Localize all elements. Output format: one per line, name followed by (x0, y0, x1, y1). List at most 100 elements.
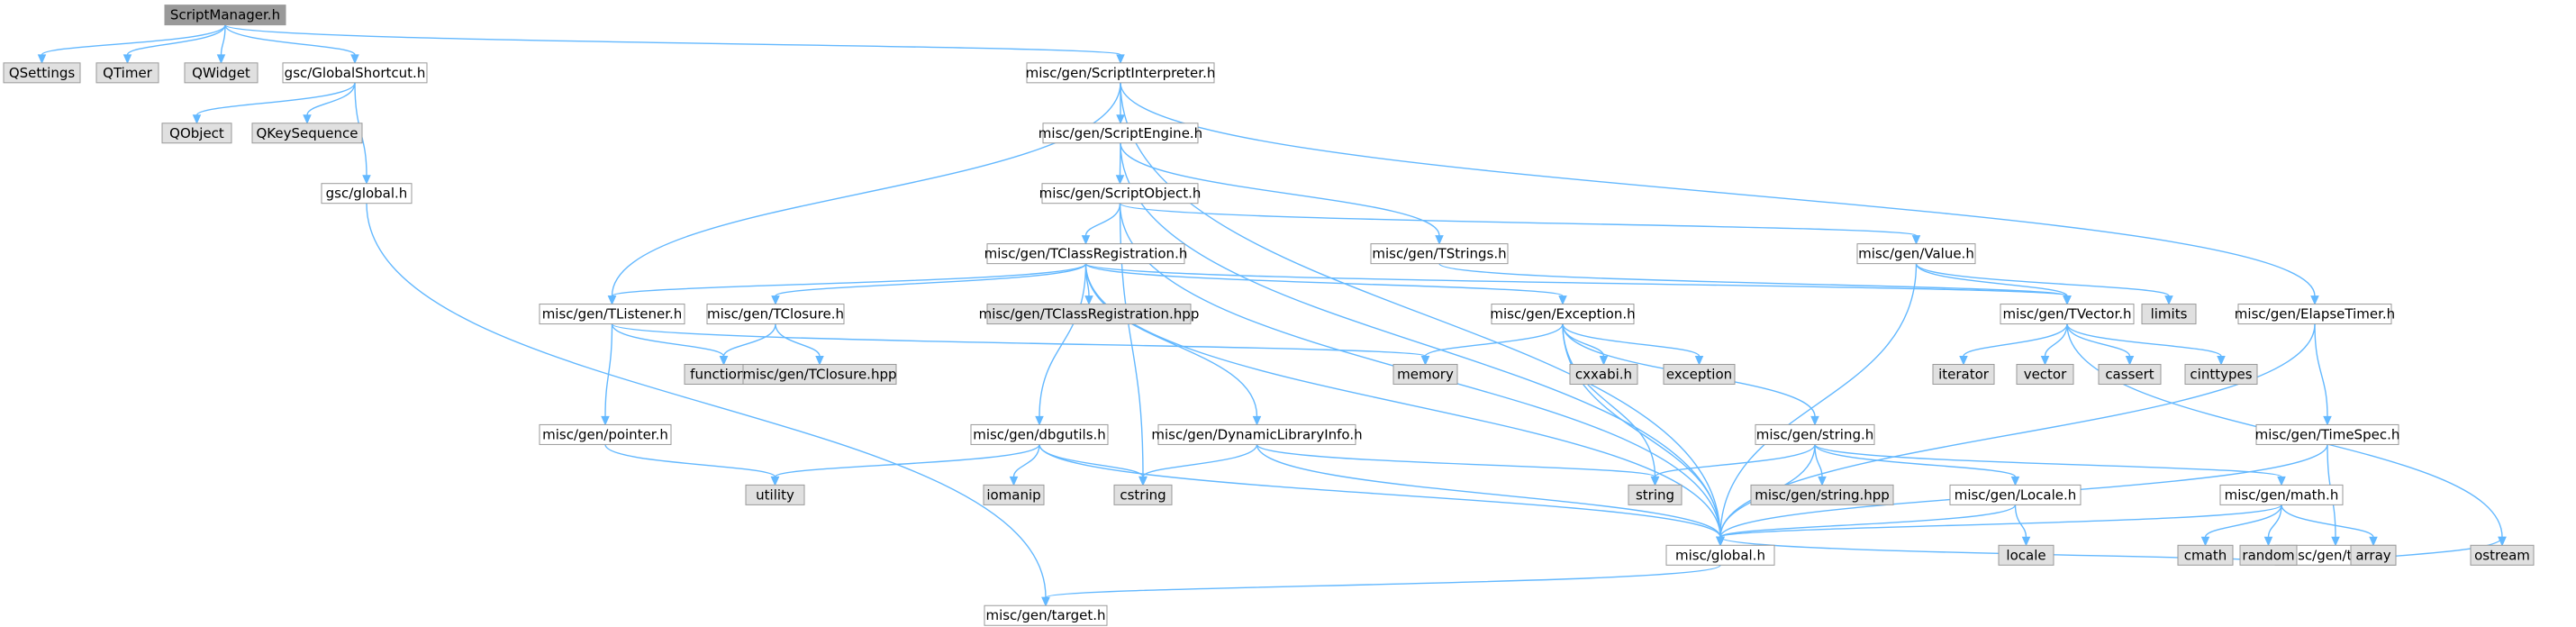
node-misc-gen-scriptobject-h[interactable]: misc/gen/ScriptObject.h (1039, 183, 1202, 204)
node-label: gsc/GlobalShortcut.h (285, 65, 426, 81)
node-box (282, 62, 428, 84)
node-misc-gen-pointer-h[interactable]: misc/gen/pointer.h (539, 423, 672, 445)
edge-math_h-to-misc_global (1716, 504, 2282, 547)
edge-arrowhead (1435, 235, 1444, 245)
node-string: string (1628, 484, 1683, 505)
edge-arrowhead (122, 54, 132, 65)
node-box (742, 364, 897, 386)
edge-math_h-to-cmath (2200, 504, 2282, 547)
edge-exception-to-exception_std (1562, 323, 1704, 366)
node-misc-gen-math-h[interactable]: misc/gen/math.h (2219, 484, 2344, 505)
node-box (3, 62, 81, 84)
node-box (1392, 364, 1458, 386)
edge-dbgutils-to-cstring (1039, 444, 1147, 486)
edge-arrowhead (1009, 476, 1019, 486)
edge-arrowhead (2200, 536, 2210, 547)
node-misc-gen-target-h[interactable]: misc/gen/target.h (984, 604, 1108, 626)
node-scriptmanager-h[interactable]: ScriptManager.h (164, 5, 286, 26)
edge-arrowhead (1810, 415, 1819, 426)
edge-script_object-to-value (1119, 203, 1921, 245)
node-misc-gen-locale-h[interactable]: misc/gen/Locale.h (1949, 484, 2082, 505)
edge-tvector-to-cassert (2066, 323, 2135, 366)
node-cxxabi-h: cxxabi.h (1569, 364, 1638, 386)
node-box (2470, 544, 2535, 566)
edge-gen_string-to-locale_h (1814, 444, 2020, 486)
node-label: misc/gen/Locale.h (1955, 486, 2077, 503)
edge-arrowhead (1035, 415, 1044, 426)
node-label: iterator (1938, 367, 1990, 383)
node-box (2016, 364, 2074, 386)
node-misc-global-h[interactable]: misc/global.h (1665, 544, 1775, 566)
node-label: misc/gen/TListener.h (542, 306, 683, 323)
node-label: exception (1666, 367, 1732, 383)
node-array: array (2350, 544, 2397, 566)
edge-tlistener-to-functional (611, 323, 729, 366)
edge-arrowhead (1599, 356, 1609, 366)
edge-arrowhead (37, 54, 47, 65)
edge-arrowhead (1116, 54, 1125, 65)
node-utility: utility (745, 484, 805, 505)
node-box (970, 423, 1109, 445)
edge-arrowhead (2310, 295, 2319, 305)
node-label: misc/gen/TimeSpec.h (2255, 426, 2400, 442)
node-misc-gen-dynamiclibraryinfo-h[interactable]: misc/gen/DynamicLibraryInfo.h (1151, 423, 1363, 445)
edge-gsc_shortcut-to-qkeyseq (303, 82, 356, 125)
node-box (2219, 484, 2344, 505)
edge-arrowhead (770, 476, 780, 486)
node-iomanip: iomanip (983, 484, 1045, 505)
node-misc-gen-timespec-h[interactable]: misc/gen/TimeSpec.h (2255, 423, 2400, 445)
edge-arrowhead (2263, 536, 2273, 547)
node-box (321, 183, 413, 204)
edge-gen_string-to-string_hpp (1814, 444, 1827, 486)
edge-arrowhead (2125, 356, 2135, 366)
node-label: cassert (2105, 367, 2154, 383)
node-gsc-global-h[interactable]: gsc/global.h (321, 183, 413, 204)
edge-arrowhead (2323, 415, 2332, 426)
node-label: misc/gen/ScriptObject.h (1039, 186, 1202, 202)
edge-arrowhead (2277, 476, 2286, 486)
node-misc-gen-elapsetimer-h[interactable]: misc/gen/ElapseTimer.h (2235, 304, 2395, 325)
node-qtimer: QTimer (95, 62, 159, 84)
node-label: QWidget (192, 65, 250, 81)
node-box (1663, 364, 1736, 386)
node-box (986, 243, 1185, 265)
node-box (1856, 243, 1976, 265)
node-misc-gen-scriptengine-h[interactable]: misc/gen/ScriptEngine.h (1039, 123, 1202, 144)
node-misc-gen-value-h[interactable]: misc/gen/Value.h (1856, 243, 1976, 265)
node-misc-gen-tclassregistration-h[interactable]: misc/gen/TClassRegistration.h (984, 243, 1188, 265)
edge-tclosure-to-functional (719, 323, 776, 366)
node-label: iomanip (986, 486, 1040, 503)
edge-tclassreg-to-tclosure (771, 263, 1087, 305)
node-label: QObject (169, 125, 224, 141)
edge-arrowhead (1959, 356, 1968, 366)
node-misc-gen-tvector-h[interactable]: misc/gen/TVector.h (2000, 304, 2135, 325)
node-misc-gen-tlistener-h[interactable]: misc/gen/TListener.h (539, 304, 685, 325)
edge-tvector-to-vector (2040, 323, 2068, 366)
node-misc-gen-tclosure-h[interactable]: misc/gen/TClosure.h (706, 304, 845, 325)
node-box (1569, 364, 1638, 386)
node-misc-gen-string-h[interactable]: misc/gen/string.h (1755, 423, 1875, 445)
node-ostream: ostream (2470, 544, 2535, 566)
node-memory: memory (1392, 364, 1458, 386)
edge-tstrings-to-tvector (1438, 263, 2072, 305)
node-cmath: cmath (2177, 544, 2234, 566)
node-gsc-globalshortcut-h[interactable]: gsc/GlobalShortcut.h (282, 62, 428, 84)
node-label: array (2355, 547, 2390, 563)
node-misc-gen-scriptinterpreter-h[interactable]: misc/gen/ScriptInterpreter.h (1026, 62, 1216, 84)
node-label: misc/gen/TClassRegistration.h (984, 246, 1188, 262)
node-misc-gen-tstrings-h[interactable]: misc/gen/TStrings.h (1370, 243, 1509, 265)
node-label: misc/gen/DynamicLibraryInfo.h (1151, 426, 1362, 442)
node-box (1041, 183, 1199, 204)
node-box (2255, 423, 2399, 445)
edge-arrowhead (216, 54, 226, 65)
node-box (2141, 304, 2197, 325)
edge-tvector-to-iterator (1959, 323, 2068, 366)
node-misc-gen-exception-h[interactable]: misc/gen/Exception.h (1490, 304, 1636, 325)
edges-layer (37, 23, 2507, 607)
node-box (539, 304, 685, 325)
edge-root-to-gsc_shortcut (224, 24, 359, 65)
node-label: cxxabi.h (1575, 367, 1632, 383)
node-label: misc/global.h (1675, 547, 1765, 563)
node-misc-gen-dbgutils-h[interactable]: misc/gen/dbgutils.h (970, 423, 1109, 445)
